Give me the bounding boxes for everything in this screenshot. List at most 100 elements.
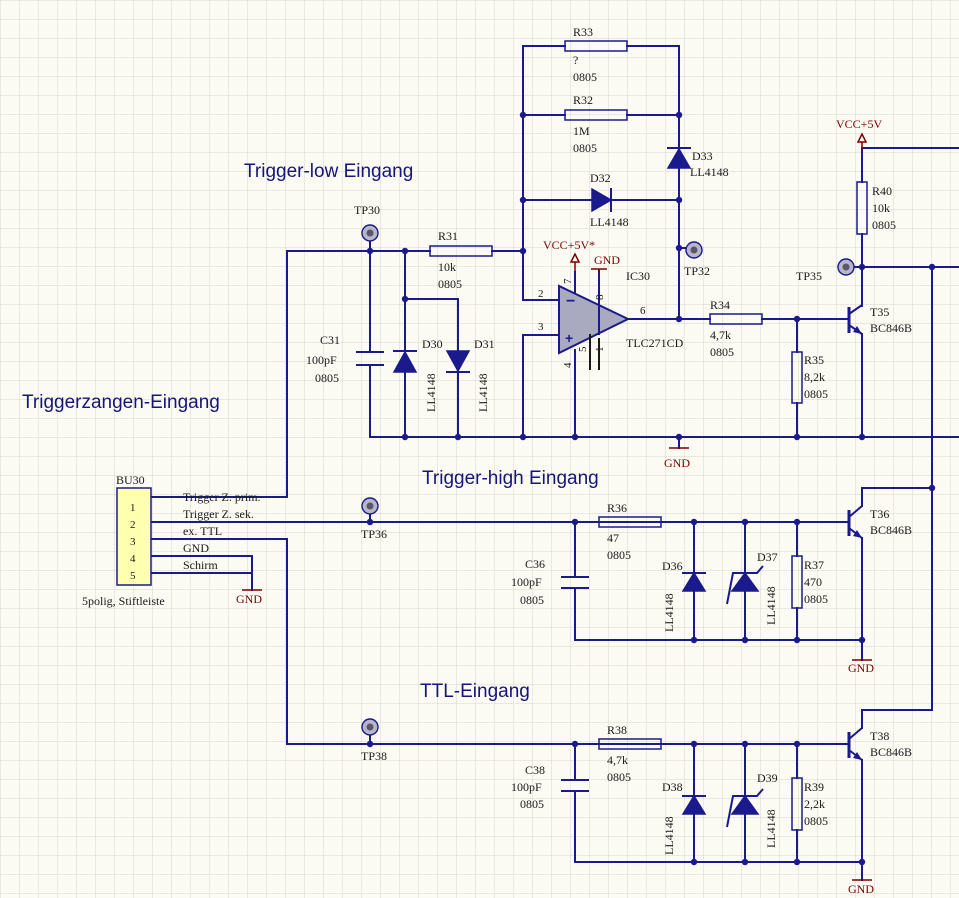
opamp-pin-1: 1 — [594, 347, 606, 353]
resistor-value: 47 — [607, 531, 619, 545]
transistor-t35[interactable]: T35 BC846B — [838, 304, 912, 335]
resistor-r36[interactable]: R36 47 0805 — [598, 501, 662, 562]
capacitor-c31[interactable]: C31 100pF 0805 — [306, 333, 384, 385]
resistor-value: ? — [573, 53, 578, 67]
transistor-type: BC846B — [870, 523, 912, 537]
opamp-ic30[interactable]: − + 2 3 6 7 4 8 1 5 IC30 TLC271CD — [538, 269, 684, 370]
diode-designator: D32 — [590, 171, 611, 185]
capacitor-value: 100pF — [306, 353, 337, 367]
testpoint-label: TP36 — [361, 527, 387, 541]
transistor-type: BC846B — [870, 745, 912, 759]
testpoint-tp36[interactable]: TP36 — [361, 497, 387, 541]
power-label: GND — [594, 253, 620, 267]
transistor-type: BC846B — [870, 321, 912, 335]
power-label: VCC+5V — [836, 117, 882, 131]
resistor-package: 0805 — [710, 345, 734, 359]
capacitor-package: 0805 — [315, 371, 339, 385]
net-label-schirm: Schirm — [183, 558, 218, 572]
resistor-r34[interactable]: R34 4,7k 0805 — [709, 298, 763, 359]
transistor-designator: T35 — [870, 305, 889, 319]
resistor-r37[interactable]: R37 470 0805 — [791, 555, 828, 609]
heading-trigger-low: Trigger-low Eingang — [244, 161, 413, 182]
diode-type: LL4148 — [476, 373, 490, 412]
net-label-trigger-sek: Trigger Z. sek. — [183, 507, 254, 521]
resistor-package: 0805 — [573, 141, 597, 155]
resistor-value: 4,7k — [710, 328, 731, 342]
diode-d38[interactable]: D38 LL4148 — [662, 780, 707, 855]
opamp-pin-6: 6 — [640, 305, 646, 317]
diode-d30[interactable]: D30 LL4148 — [392, 337, 443, 412]
testpoint-tp32[interactable]: TP32 — [684, 241, 710, 278]
resistor-designator: R36 — [607, 501, 627, 515]
resistor-designator: R34 — [710, 298, 730, 312]
diode-d32[interactable]: D32 LL4148 — [590, 171, 629, 229]
power-label: GND — [848, 661, 874, 675]
opamp-pin-3: 3 — [538, 321, 544, 333]
opamp-type: TLC271CD — [626, 336, 684, 350]
connector-pin-4: 4 — [130, 553, 136, 565]
diode-type: LL4148 — [764, 586, 778, 625]
testpoint-tp30[interactable]: TP30 — [354, 203, 380, 242]
resistor-package: 0805 — [804, 387, 828, 401]
power-gnd-opamp: GND — [591, 253, 620, 273]
testpoint-label: TP35 — [796, 269, 822, 283]
testpoint-label: TP30 — [354, 203, 380, 217]
diode-type: LL4148 — [662, 593, 676, 632]
power-label: GND — [848, 882, 874, 896]
diode-type: LL4148 — [662, 816, 676, 855]
capacitor-value: 100pF — [511, 780, 542, 794]
diode-type: LL4148 — [590, 215, 629, 229]
diode-d31[interactable]: D31 LL4148 — [445, 337, 495, 412]
resistor-r33[interactable]: R33 ? 0805 — [564, 25, 628, 84]
resistor-designator: R38 — [607, 723, 627, 737]
resistor-designator: R40 — [872, 184, 892, 198]
ground-symbol: GND — [664, 447, 690, 470]
resistor-package: 0805 — [607, 770, 631, 784]
power-label: GND — [236, 592, 262, 606]
connector-pin-3: 3 — [130, 536, 136, 548]
capacitor-c38[interactable]: C38 100pF 0805 — [511, 763, 589, 811]
resistor-value: 1M — [573, 124, 590, 138]
capacitor-c36[interactable]: C36 100pF 0805 — [511, 557, 589, 607]
testpoint-label: TP32 — [684, 264, 710, 278]
resistor-r31[interactable]: R31 10k 0805 — [429, 229, 493, 291]
testpoint-label: TP38 — [361, 749, 387, 763]
power-label: GND — [664, 456, 690, 470]
transistor-t38[interactable]: T38 BC846B — [830, 727, 912, 761]
resistor-r40[interactable]: R40 10k 0805 — [856, 181, 896, 235]
resistor-value: 4,7k — [607, 753, 628, 767]
resistor-designator: R32 — [573, 93, 593, 107]
power-label: VCC+5V* — [543, 238, 595, 252]
capacitor-package: 0805 — [520, 593, 544, 607]
connector-bu30[interactable]: BU30 1 2 3 4 5 5polig, Stiftleiste — [82, 473, 165, 608]
diode-d37[interactable]: D37 LL4148 — [726, 550, 778, 625]
testpoint-tp35[interactable]: TP35 — [796, 258, 855, 283]
resistor-value: 8,2k — [804, 370, 825, 384]
power-vcc-opamp: VCC+5V* — [543, 238, 595, 272]
heading-trigger-high: Trigger-high Eingang — [422, 468, 599, 489]
transistor-designator: T36 — [870, 507, 889, 521]
diode-designator: D39 — [757, 771, 778, 785]
junction-dots — [366, 111, 936, 866]
resistor-r35[interactable]: R35 8,2k 0805 — [791, 351, 828, 404]
resistor-r38[interactable]: R38 4,7k 0805 — [598, 723, 662, 784]
diode-d36[interactable]: D36 LL4148 — [662, 559, 707, 632]
resistor-package: 0805 — [804, 592, 828, 606]
opamp-pin-8: 8 — [594, 294, 606, 300]
connector-pin-1: 1 — [130, 502, 136, 514]
resistor-r39[interactable]: R39 2,2k 0805 — [791, 777, 828, 831]
opamp-pin-4: 4 — [562, 362, 574, 368]
diode-d39[interactable]: D39 LL4148 — [726, 771, 778, 848]
heading-triggerzangen: Triggerzangen-Eingang — [22, 392, 220, 413]
diode-designator: D31 — [474, 337, 495, 351]
resistor-package: 0805 — [573, 70, 597, 84]
diode-designator: D36 — [662, 559, 683, 573]
transistor-t36[interactable]: T36 BC846B — [830, 505, 912, 539]
heading-ttl: TTL-Eingang — [420, 681, 530, 702]
resistor-r32[interactable]: R32 1M 0805 — [564, 93, 628, 155]
capacitor-designator: C38 — [525, 763, 545, 777]
connector-pin-5: 5 — [130, 570, 136, 582]
diode-d33[interactable]: D33 LL4148 — [666, 147, 729, 179]
testpoint-tp38[interactable]: TP38 — [361, 718, 387, 763]
